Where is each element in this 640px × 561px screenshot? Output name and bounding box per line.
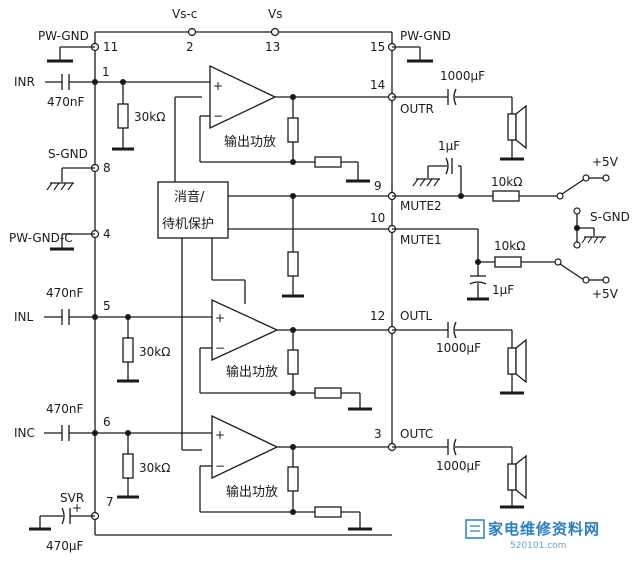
- speaker-r-cone: [515, 104, 527, 150]
- speaker-c-body: [507, 463, 517, 491]
- mute1-switch-lever: [559, 263, 585, 281]
- pin-9: 9: [374, 179, 382, 193]
- mute2-label: MUTE2: [400, 199, 442, 213]
- watermark-logo: [465, 519, 485, 539]
- svg-text:−: −: [215, 459, 225, 473]
- mute1-label: MUTE1: [400, 233, 442, 247]
- c-inl-value: 470nF: [46, 286, 84, 300]
- inr-input: [45, 74, 210, 151]
- amp-c-label: 输出功放: [226, 484, 278, 500]
- watermark-cn: 家电维修资料网: [488, 520, 600, 538]
- speaker-r-body: [507, 113, 517, 141]
- r-mute1-value: 10kΩ: [494, 239, 525, 253]
- inl-label: INL: [14, 310, 34, 324]
- vs-label: Vs: [268, 7, 282, 21]
- amplifier-r: + −: [199, 64, 392, 183]
- c-outl-value: 1000μF: [436, 341, 481, 355]
- outl-output: [387, 321, 527, 395]
- mute-standby-block: [157, 96, 392, 451]
- amp-r-triangle: [209, 64, 277, 130]
- s-gnd-right-label: S-GND: [590, 210, 630, 224]
- pin-12: 12: [370, 309, 385, 323]
- s-gnd-right: [573, 207, 606, 249]
- pin-1: 1: [102, 65, 110, 79]
- pin-4: 4: [103, 227, 111, 241]
- inc-label: INC: [14, 426, 35, 440]
- s-gnd-left-label: S-GND: [48, 147, 88, 161]
- outc-label: OUTC: [400, 427, 433, 441]
- pin-6: 6: [103, 415, 111, 429]
- mute1-external: [387, 224, 610, 301]
- plus5v-top-label: +5V: [592, 155, 619, 169]
- c-inr-value: 470nF: [47, 95, 85, 109]
- svr: +: [29, 501, 100, 531]
- amp-c-triangle: [211, 414, 279, 480]
- svg-text:+: +: [72, 501, 82, 515]
- outr-label: OUTR: [400, 102, 434, 116]
- svg-text:−: −: [213, 109, 223, 123]
- speaker-l-cone: [515, 338, 527, 384]
- pin-7: 7: [106, 495, 114, 509]
- pin-8: 8: [103, 161, 111, 175]
- c-svr-value: 470μF: [46, 539, 84, 553]
- outc-output: [387, 438, 527, 509]
- watermark-url: 520101.com: [510, 541, 566, 551]
- mute-block-line2: 待机保护: [162, 217, 214, 232]
- vs-c-label: Vs-c: [172, 7, 197, 21]
- svg-text:+: +: [215, 428, 225, 442]
- r-mute2-value: 10kΩ: [491, 175, 522, 189]
- pw-gnd-left-label: PW-GND: [38, 29, 89, 43]
- svr-label: SVR: [60, 491, 84, 505]
- r-inc-value: 30kΩ: [139, 461, 170, 475]
- pin-3: 3: [374, 427, 382, 441]
- top-pins: [47, 27, 433, 63]
- inl-input: [44, 309, 212, 383]
- pin-15: 15: [370, 40, 385, 54]
- r-inl-value: 30kΩ: [139, 345, 170, 359]
- mute2-external: [387, 157, 610, 202]
- c-inc-value: 470nF: [46, 402, 84, 416]
- plus5v-bottom-label: +5V: [592, 287, 619, 301]
- pw-gnd-c: [50, 229, 100, 251]
- inr-label: INR: [14, 75, 35, 89]
- inc-input: [44, 425, 212, 499]
- r-inr-value: 30kΩ: [134, 110, 165, 124]
- c-mute1-value: 1μF: [492, 283, 514, 297]
- amp-l-triangle: [211, 298, 279, 362]
- pw-gnd-c-label: PW-GND-C: [9, 231, 73, 245]
- pin-13-marker: [270, 27, 280, 37]
- mute-block-line1: 消音/: [174, 189, 205, 205]
- svg-text:+: +: [213, 79, 223, 93]
- pin-5: 5: [103, 299, 111, 313]
- c-mute2-value: 1μF: [438, 139, 460, 153]
- s-gnd-left: [46, 163, 100, 191]
- amplifier-c: + −: [199, 414, 392, 531]
- c-outr-value: 1000μF: [440, 69, 485, 83]
- amp-l-label: 输出功放: [226, 364, 278, 380]
- pin-13: 13: [265, 40, 280, 54]
- c-outc-value: 1000μF: [436, 459, 481, 473]
- svg-text:+: +: [215, 311, 225, 325]
- outl-label: OUTL: [400, 309, 433, 323]
- svg-text:−: −: [215, 341, 225, 355]
- pin-10: 10: [370, 211, 385, 225]
- pin-2-marker: [187, 27, 197, 37]
- pin-14: 14: [370, 78, 385, 92]
- pin-2: 2: [186, 40, 194, 54]
- pw-gnd-right-label: PW-GND: [400, 29, 451, 43]
- pin-11: 11: [103, 40, 118, 54]
- speaker-c-cone: [515, 454, 527, 500]
- amplifier-l: + −: [199, 298, 392, 411]
- ic-boundary: [94, 31, 393, 536]
- mute2-switch-lever: [561, 177, 587, 195]
- outr-output: [387, 88, 527, 161]
- speaker-l-body: [507, 347, 517, 375]
- amp-r-label: 输出功放: [224, 134, 276, 150]
